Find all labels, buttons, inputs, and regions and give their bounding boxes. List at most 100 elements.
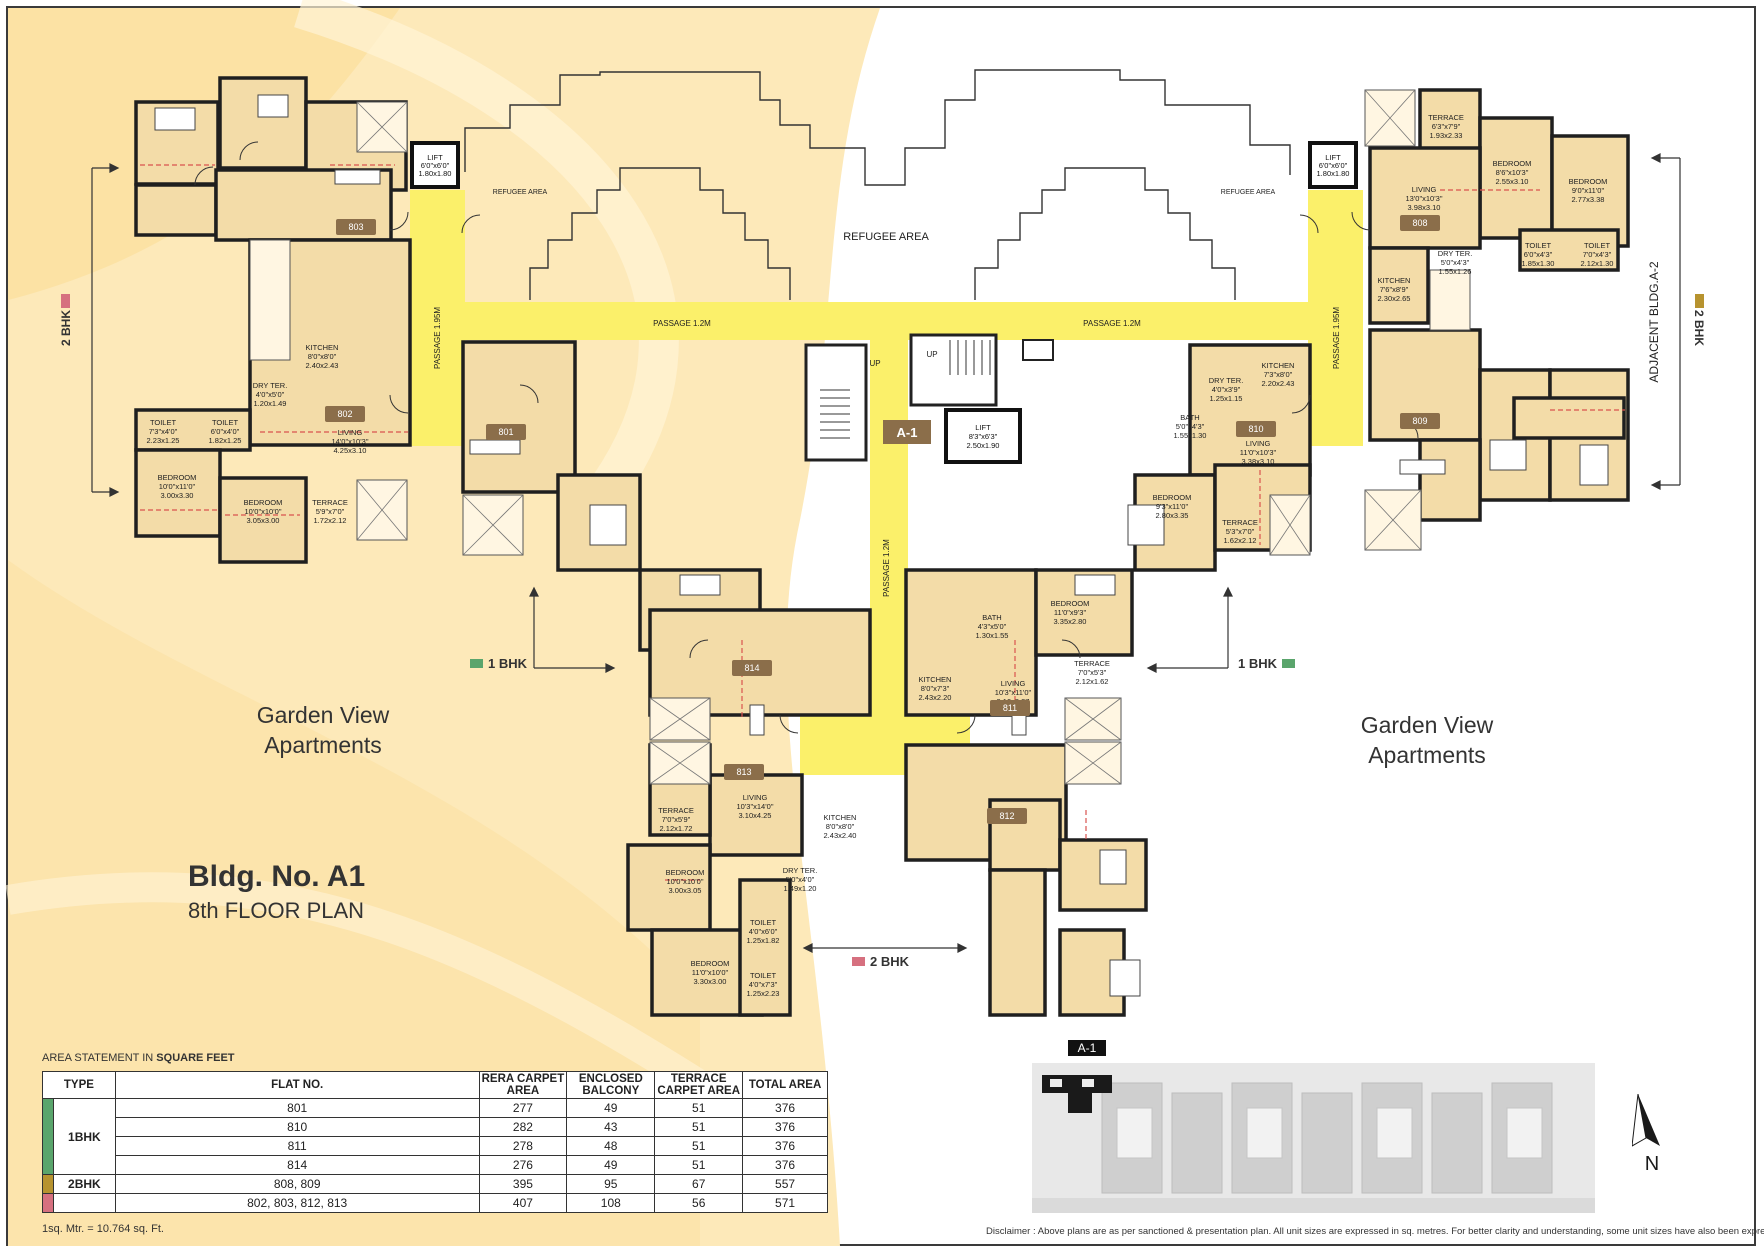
room-divider-lines <box>140 164 1625 881</box>
floor-title: 8th FLOOR PLAN <box>188 898 365 923</box>
table-header-row: TYPE FLAT NO. RERA CARPET AREA ENCLOSED … <box>42 1071 828 1099</box>
disclaimer-text: Disclaimer : Above plans are as per sanc… <box>986 1226 1764 1237</box>
passage-label: PASSAGE 1.2M <box>653 319 711 328</box>
area-statement-table: TYPE FLAT NO. RERA CARPET AREA ENCLOSED … <box>42 1071 828 1213</box>
type-cell-2bhk: 2BHK <box>52 1174 116 1194</box>
unit-badge-801: 801 <box>486 424 526 440</box>
adjacent-building-label: ADJACENT BLDG.A-2 <box>1647 261 1661 382</box>
refugee-area-label: REFUGEE AREA <box>1221 189 1276 196</box>
terrace-crosses <box>356 89 1422 785</box>
passage-label: PASSAGE 1.95M <box>433 307 442 369</box>
unit-badge-813: 813 <box>724 764 764 780</box>
bhk1-swatch <box>1282 659 1296 668</box>
col-header-total: TOTAL AREA <box>742 1071 828 1099</box>
unit-badge-808: 808 <box>1400 215 1440 231</box>
unit-badge-811: 811 <box>990 700 1030 716</box>
bhk-marker-left: 1 BHK <box>470 656 527 671</box>
key-plan-map <box>1032 1063 1595 1213</box>
passage-label: PASSAGE 1.95M <box>1332 307 1341 369</box>
col-header-flat: FLAT NO. <box>114 1071 480 1099</box>
bhk-marker-right: 1 BHK <box>1238 656 1296 671</box>
passage-label: PASSAGE 1.2M <box>882 539 891 597</box>
refugee-area-outline <box>464 69 1291 300</box>
room-label: DRY TER.4'0"x3'9"1.25x1.15 <box>1209 376 1244 403</box>
bhk2-swatch <box>852 957 865 966</box>
area-statement-caption: AREA STATEMENT IN SQUARE FEET <box>42 1052 235 1064</box>
corridors <box>410 190 1363 775</box>
north-label: N <box>1645 1153 1659 1174</box>
wing-marker <box>883 420 931 444</box>
unit-badge-802: 802 <box>325 406 365 422</box>
bhk-vertical-right: 2 BHK <box>1692 294 1706 346</box>
svg-text:2 BHK: 2 BHK <box>59 310 73 346</box>
unit-badge-803: 803 <box>336 219 376 235</box>
refugee-area-label: REFUGEE AREA <box>493 189 548 196</box>
unit-badge-814: 814 <box>732 660 772 676</box>
area-labels: REFUGEE AREA REFUGEE AREA REFUGEE AREA P… <box>433 189 1661 597</box>
bhk-marker-bottom: 2 BHK <box>852 954 909 969</box>
svg-text:2 BHK: 2 BHK <box>1692 310 1706 346</box>
bhk-vertical-left: 2 BHK <box>59 294 73 346</box>
unit-badge-810: 810 <box>1236 421 1276 437</box>
passage-label: PASSAGE 1.2M <box>1083 319 1141 328</box>
dimension-arrows <box>91 153 1681 953</box>
page-border <box>6 6 1756 1246</box>
stair-up-label: UP <box>926 350 937 359</box>
type-swatch-2bhk-pink <box>42 1193 54 1213</box>
stair-treads <box>820 340 991 439</box>
room-label: DRY TER.5'0"x4'0"1.49x1.20 <box>783 866 818 893</box>
unit-badge-812: 812 <box>987 808 1027 824</box>
room-label: DRY TER.4'0"x5'0"1.20x1.49 <box>253 381 288 408</box>
type-swatch-2bhk-gold <box>42 1174 54 1194</box>
refugee-area-label: REFUGEE AREA <box>843 231 929 243</box>
bhk1-swatch <box>470 659 483 668</box>
unit-badge-809: 809 <box>1400 413 1440 429</box>
lift-shafts <box>410 141 1358 464</box>
type-cell-1bhk: 1BHK <box>52 1098 116 1175</box>
col-header-type: TYPE <box>42 1071 116 1099</box>
north-arrow-icon: N <box>1632 1094 1660 1174</box>
col-header-terrace: TERRACE CARPET AREA <box>654 1071 744 1099</box>
unit-conversion-note: 1sq. Mtr. = 10.764 sq. Ft. <box>42 1223 164 1235</box>
